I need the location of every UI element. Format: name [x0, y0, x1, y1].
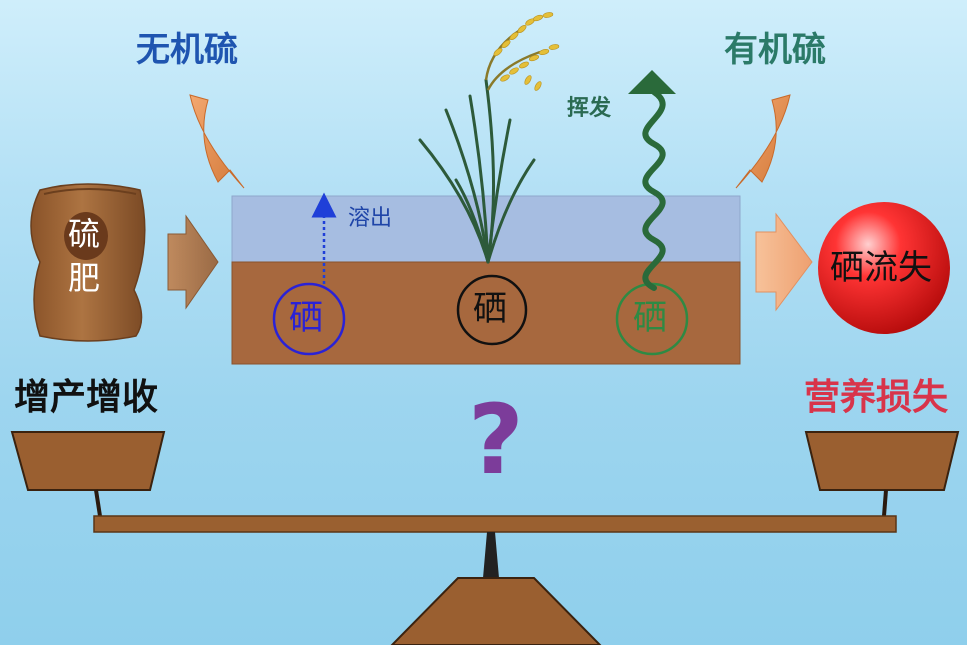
question-mark: ? — [468, 384, 524, 496]
yield-increase-label: 增产增收 — [14, 377, 159, 418]
rice-plant-icon — [418, 12, 560, 264]
fertilizer-to-soil-arrow — [167, 214, 219, 310]
fertilizer-label-sulfur: 硫 — [68, 215, 101, 253]
soil-layer — [231, 261, 741, 365]
dissolve-label: 溶出 — [348, 206, 393, 231]
inorganic-sulfur-arrow — [189, 94, 245, 189]
selenium-label-right: 硒 — [633, 298, 667, 338]
selenium-label-left: 硒 — [289, 298, 323, 338]
volatilize-label: 挥发 — [567, 96, 612, 121]
organic-sulfur-label: 有机硫 — [724, 30, 826, 70]
nutrition-loss-label: 营养损失 — [804, 377, 949, 418]
wavy-arrow-icon — [642, 89, 666, 291]
organic-sulfur-arrow — [735, 94, 791, 189]
soil-to-loss-arrow — [755, 212, 813, 312]
fertilizer-label-fertilizer: 肥 — [68, 259, 101, 297]
selenium-loss-label: 硒流失 — [830, 248, 932, 288]
selenium-label-center: 硒 — [473, 289, 507, 329]
balance-scale-icon — [10, 431, 960, 645]
selenium-circle-left — [272, 282, 346, 356]
inorganic-sulfur-label: 无机硫 — [136, 30, 238, 70]
selenium-loss-ball — [818, 202, 950, 334]
selenium-circle-center — [456, 274, 528, 346]
fertilizer-bag-icon — [30, 183, 146, 342]
